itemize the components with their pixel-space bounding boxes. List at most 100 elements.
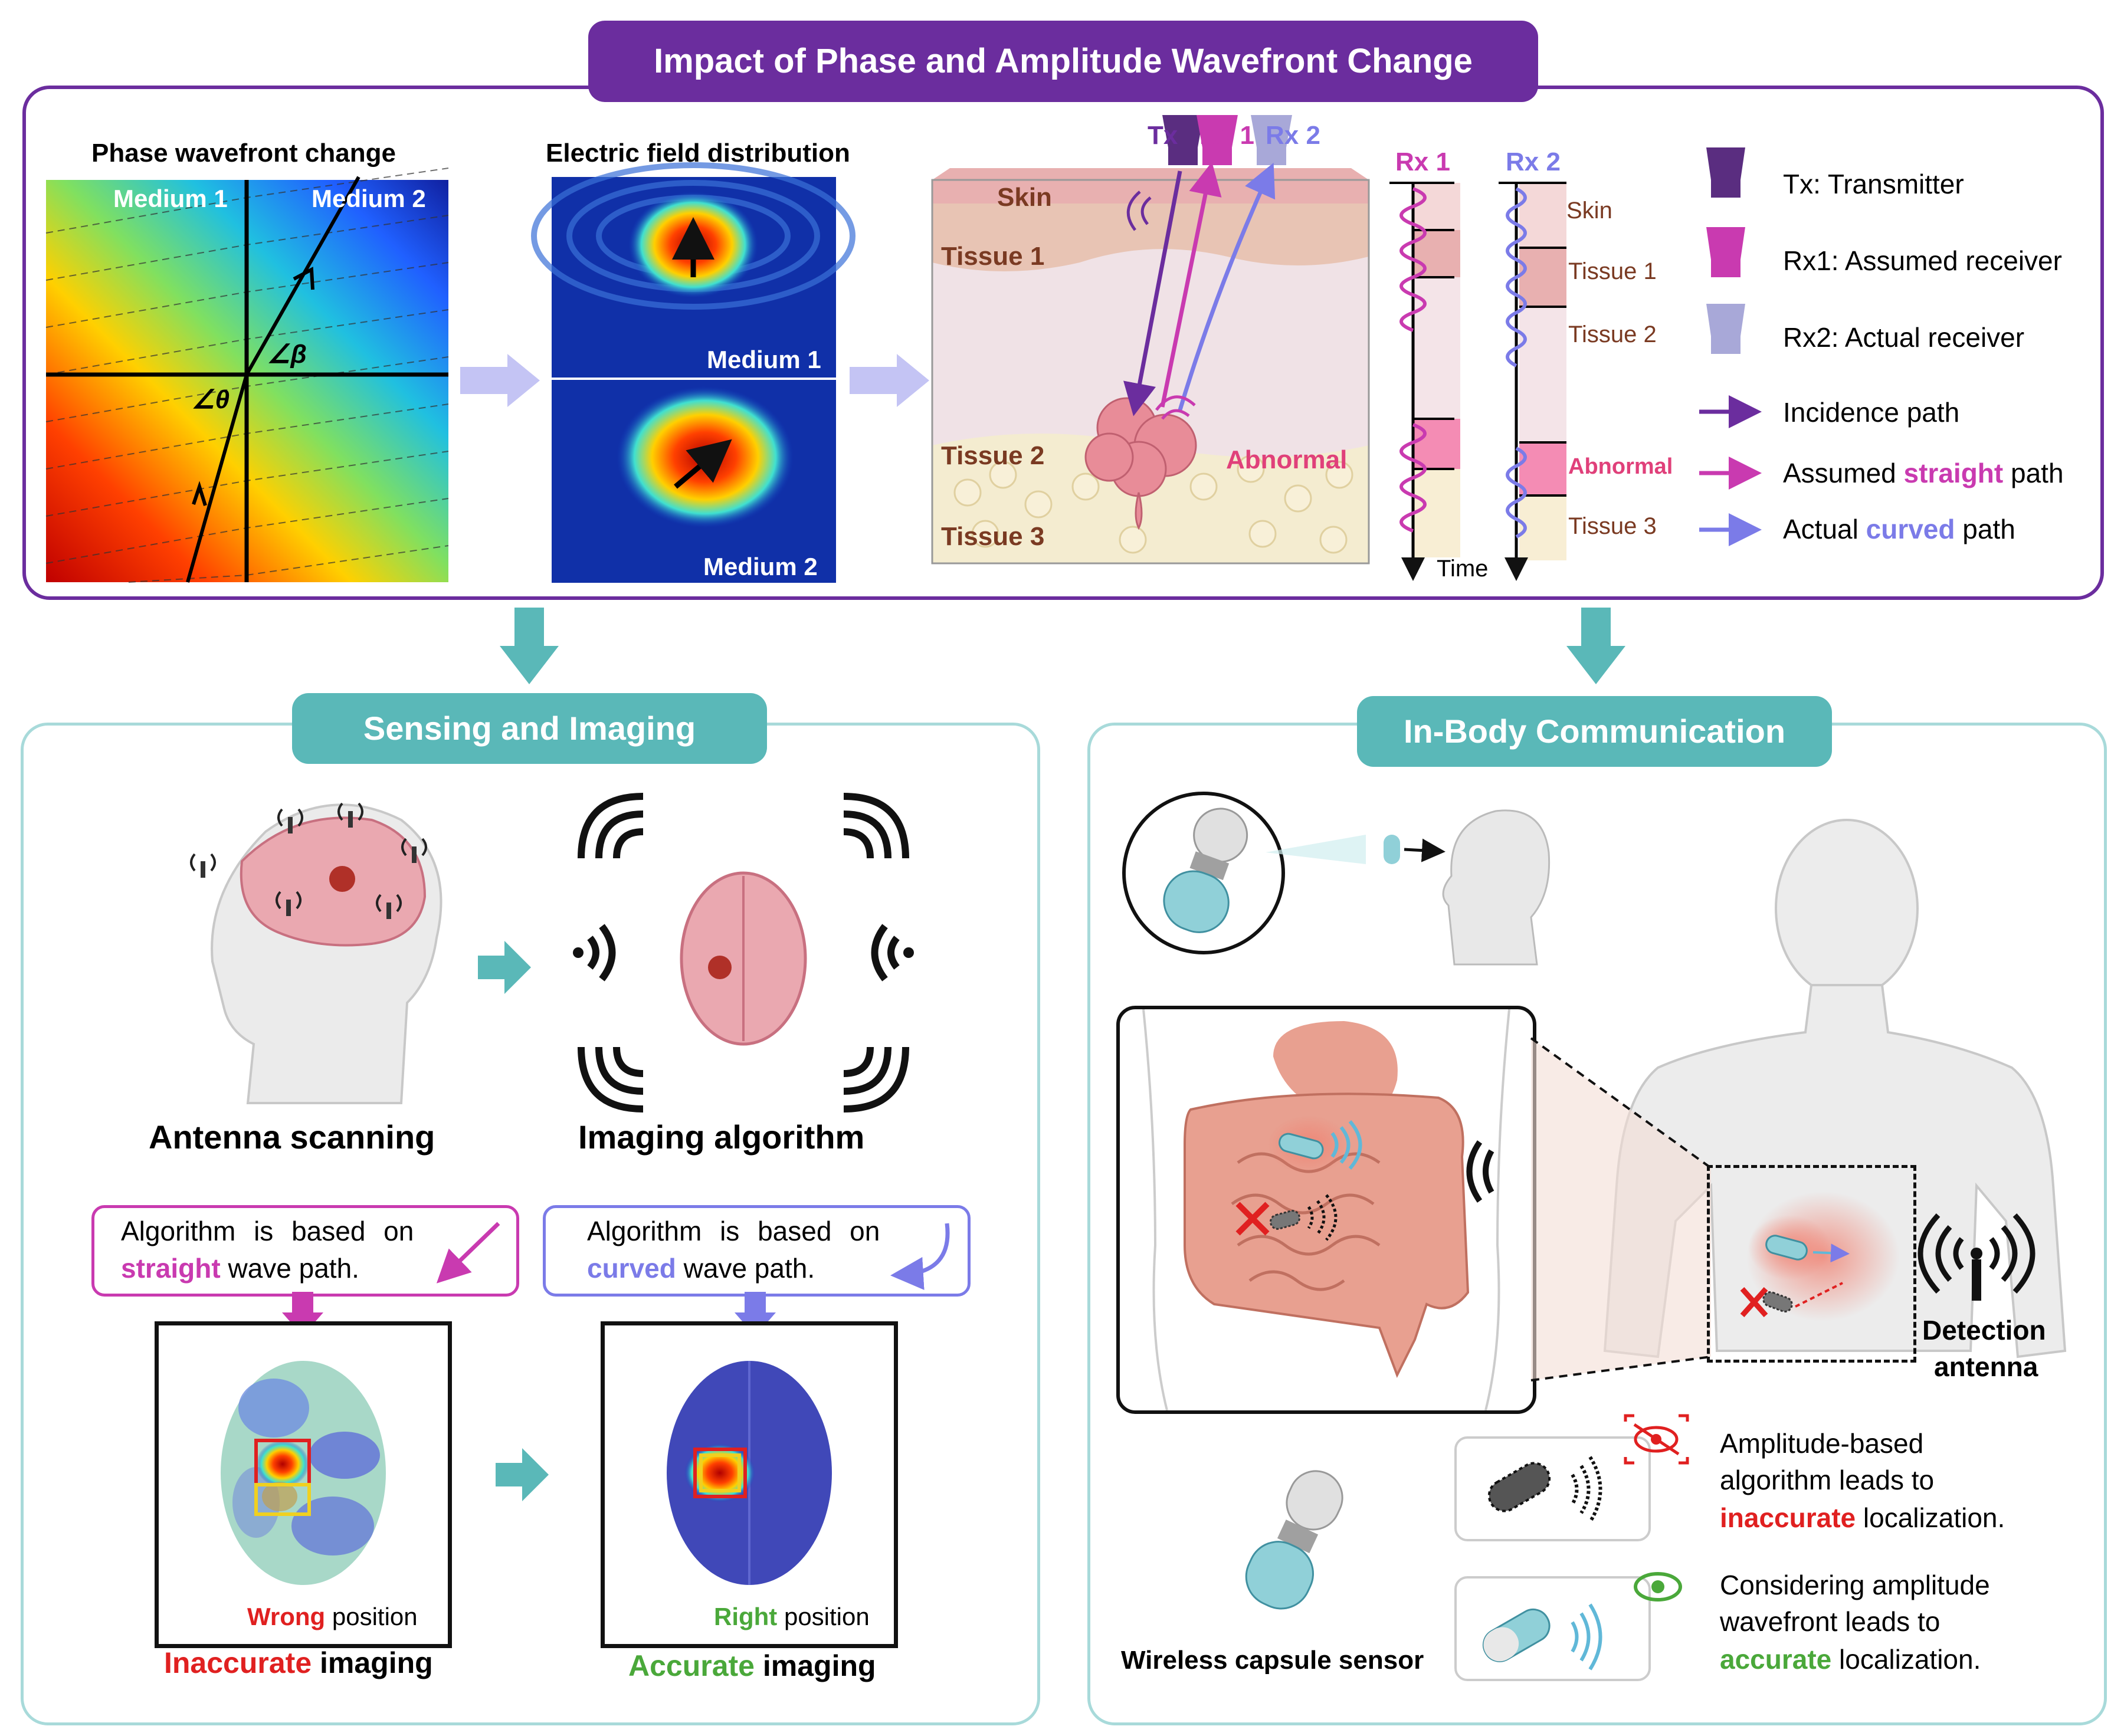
curved-box-arrow (890, 1223, 950, 1290)
legend-actual-post: path (1955, 514, 2015, 544)
head-antenna-illustration (190, 802, 442, 1104)
curved-box-line1: Algorithm is based on (587, 1216, 880, 1246)
imaging-algorithm-label: Imaging algorithm (578, 1118, 865, 1156)
legend-actual-key: curved (1866, 514, 1955, 544)
cons-key: accurate (1720, 1644, 1832, 1675)
legend-assumed-pre: Assumed (1783, 458, 1904, 488)
amp-line2: algorithm leads to (1720, 1465, 1935, 1495)
straight-box-arrow (436, 1222, 500, 1284)
accurate-rest: imaging (755, 1649, 876, 1682)
straight-box-line1: Algorithm is based on (121, 1216, 414, 1246)
tissue3-label: Tissue 3 (941, 522, 1045, 551)
signal-rx2-label: Rx 2 (1506, 147, 1561, 176)
phase-medium2: Medium 2 (312, 185, 426, 212)
detection-antenna-icon (1918, 1213, 2036, 1301)
right-image-frame: Right position (601, 1321, 898, 1648)
top-title: Impact of Phase and Amplitude Wavefront … (654, 42, 1473, 80)
straight-algorithm-box: Algorithm is based on straight wave path… (91, 1205, 519, 1297)
wrong-brain-scan (221, 1361, 386, 1585)
straight-box-line2: straight wave path. (121, 1252, 359, 1284)
legend-rx1: Rx1: Assumed receiver (1783, 245, 2062, 276)
angle-beta: ∠β (267, 340, 307, 369)
amplitude-card (1454, 1436, 1651, 1541)
legend-tx: Tx: Transmitter (1783, 169, 1964, 199)
sensing-title: Sensing and Imaging (363, 710, 696, 747)
accurate-imaging-label: Accurate imaging (628, 1649, 876, 1683)
inaccurate-imaging-label: Inaccurate imaging (164, 1646, 433, 1680)
tissue-illustration (931, 115, 1370, 565)
angle-theta: ∠θ (192, 385, 230, 414)
rx1-label: Rx 1 (1199, 121, 1254, 150)
sensing-banner: Sensing and Imaging (292, 693, 767, 764)
phase-medium1: Medium 1 (113, 185, 228, 212)
down-arrow-straight (282, 1292, 323, 1336)
down-arrow-left (500, 608, 559, 684)
phase-title: Phase wavefront change (91, 139, 396, 168)
skin-label: Skin (997, 183, 1052, 212)
straight-box-key: straight (121, 1253, 221, 1284)
down-arrow-curved (735, 1292, 776, 1336)
curved-box-rest: wave path. (676, 1253, 815, 1284)
capsule-swallow-illustration (1122, 792, 1551, 966)
wrong-position-label: Wrong position (247, 1603, 418, 1631)
signal-tissue3: Tissue 3 (1568, 513, 1657, 539)
inaccurate-rest: imaging (312, 1646, 433, 1679)
capsule-sensor-illustration (1245, 1470, 1343, 1610)
legend-assumed: Assumed straight path (1783, 457, 2064, 489)
efield-medium1: Medium 1 (707, 346, 821, 373)
flow-arrow-sensing-2 (496, 1448, 549, 1501)
signal-abnormal: Abnormal (1568, 454, 1673, 479)
antenna-scanning-label: Antenna scanning (149, 1118, 435, 1156)
considering-card-icons (1482, 1572, 1682, 1671)
abdomen-zoom-box (1707, 1165, 1916, 1363)
capsule-sensor-label: Wireless capsule sensor (1121, 1646, 1424, 1675)
cons-line3: accurate localization. (1720, 1643, 1981, 1675)
wrong-image-frame: Wrong position (155, 1321, 452, 1648)
amp-line1: Amplitude-based (1720, 1428, 1924, 1459)
wrong-key: Wrong (247, 1603, 326, 1630)
phase-wavefront-plot (45, 168, 449, 583)
considering-card (1454, 1576, 1651, 1681)
tx-label: Tx (1148, 121, 1178, 150)
cons-rest: localization. (1831, 1644, 1981, 1675)
detection-label-2: antenna (1934, 1351, 2038, 1382)
top-banner: Impact of Phase and Amplitude Wavefront … (588, 21, 1538, 102)
comm-banner: In-Body Communication (1357, 696, 1832, 767)
tissue2-label: Tissue 2 (941, 441, 1045, 470)
curved-box-line2: curved wave path. (587, 1252, 815, 1284)
received-signals (1389, 182, 1566, 581)
intestine-illustration (1142, 1009, 1510, 1410)
straight-box-rest: wave path. (220, 1253, 359, 1284)
abnormal-label: Abnormal (1226, 445, 1348, 474)
signal-skin: Skin (1566, 198, 1612, 224)
right-rest: position (777, 1603, 870, 1630)
legend-icons (1699, 147, 1762, 546)
legend-actual-pre: Actual (1783, 514, 1866, 544)
efield-medium2: Medium 2 (703, 553, 818, 580)
intestine-inset-frame (1116, 1006, 1536, 1414)
efield-plot (531, 162, 856, 583)
amp-line3: inaccurate localization. (1720, 1502, 2005, 1534)
amp-rest: localization. (1856, 1502, 2005, 1533)
brain-wave-illustration (573, 793, 914, 1113)
legend-assumed-post: path (2003, 458, 2064, 488)
signal-tissue1: Tissue 1 (1568, 258, 1657, 284)
right-position-label: Right position (714, 1603, 870, 1631)
cons-line1: Considering amplitude (1720, 1570, 1990, 1600)
accurate-key: Accurate (628, 1649, 755, 1682)
legend-actual: Actual curved path (1783, 513, 2015, 545)
amplitude-card-icons (1487, 1414, 1689, 1523)
cons-line2: wavefront leads to (1720, 1606, 1941, 1637)
inaccurate-key: Inaccurate (164, 1646, 312, 1679)
signal-tissue2: Tissue 2 (1568, 321, 1657, 347)
legend-rx2: Rx2: Actual receiver (1783, 322, 2025, 353)
flow-arrow-1 (460, 354, 540, 407)
abdomen-capsules (1740, 1215, 1850, 1317)
zoom-connectors (1530, 1037, 1712, 1381)
amp-key: inaccurate (1720, 1502, 1856, 1533)
right-brain-scan (667, 1361, 832, 1585)
wrong-rest: position (325, 1603, 418, 1630)
signal-time: Time (1437, 556, 1489, 582)
legend-incidence: Incidence path (1783, 397, 1960, 428)
flow-arrow-2 (850, 354, 929, 407)
